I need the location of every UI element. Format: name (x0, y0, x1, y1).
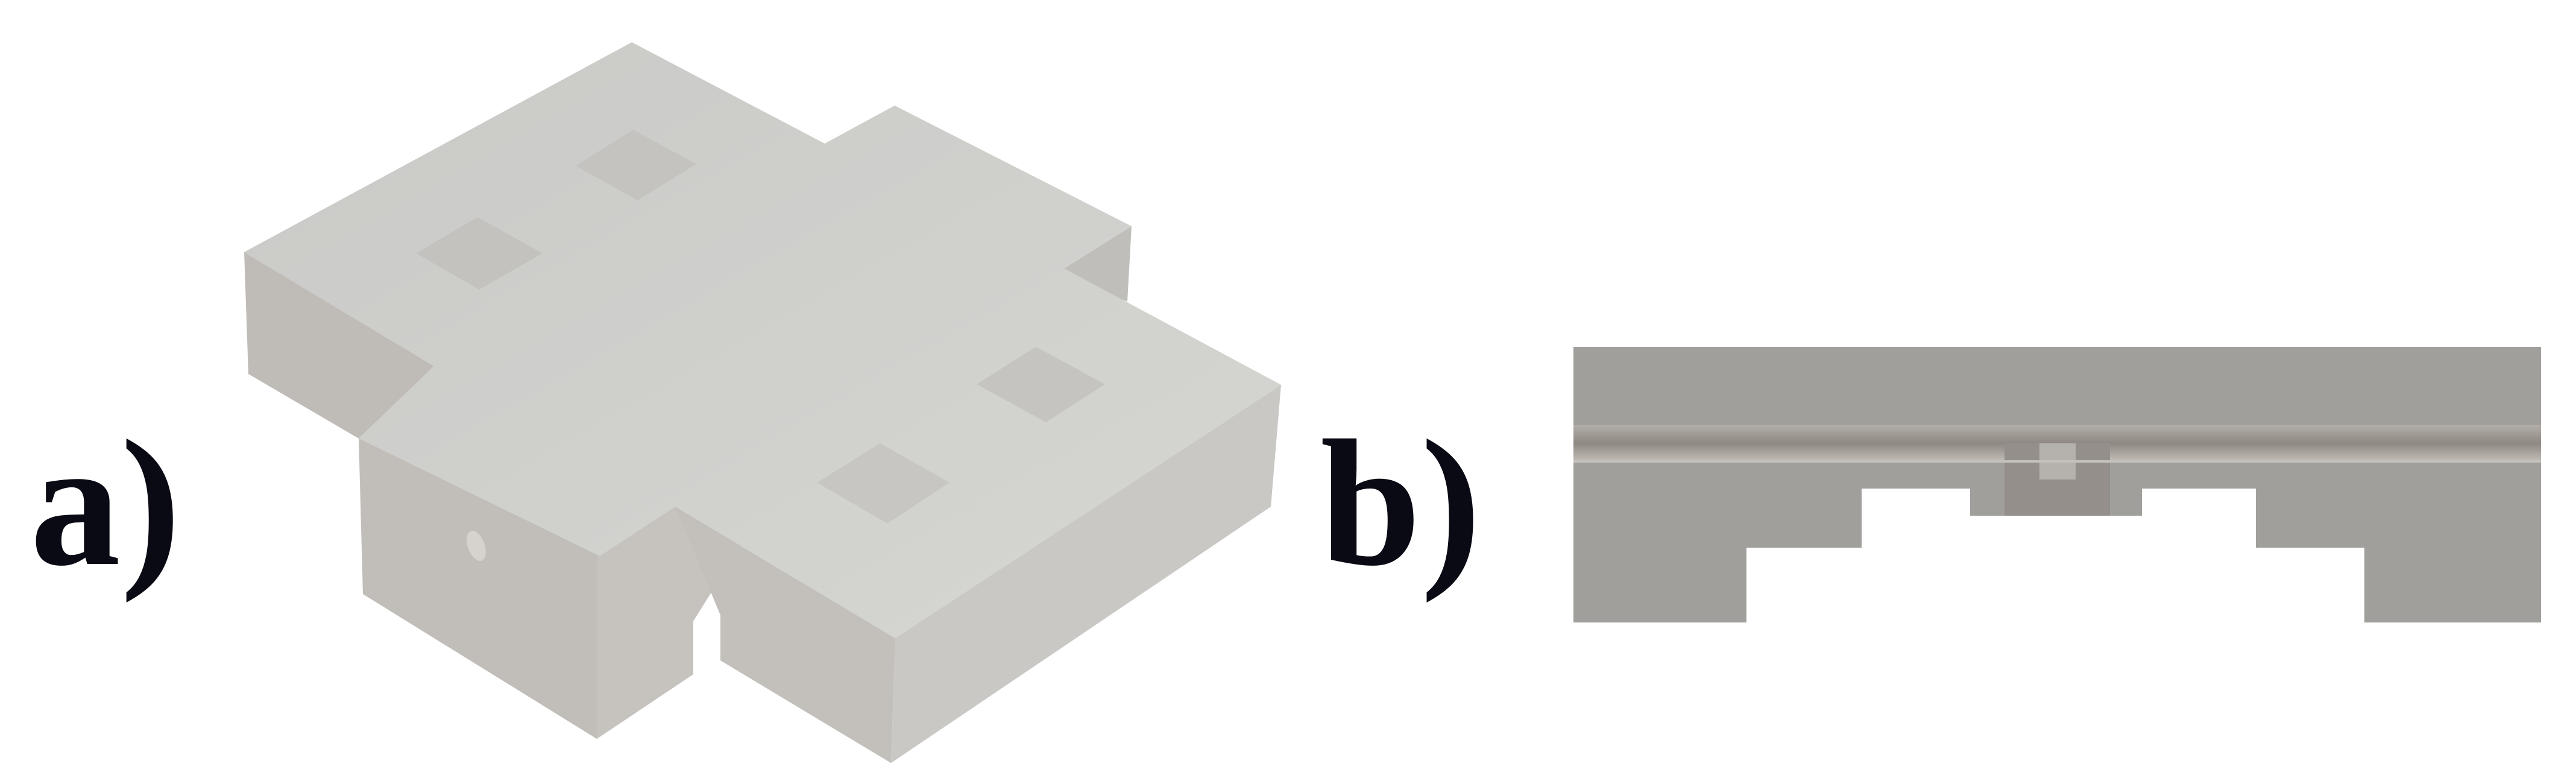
part-left-arm-face (244, 252, 434, 438)
panel-b-label: b) (1320, 403, 1481, 604)
pocket-4 (817, 443, 949, 524)
panel-a-isometric-part (244, 42, 1281, 763)
section-top-plate (1573, 347, 2541, 425)
panel-b-section-view (1573, 347, 2541, 622)
part-front-right-face (675, 507, 895, 763)
pocket-1 (576, 130, 696, 200)
panel-a-label: a) (30, 403, 181, 604)
part-top-face (244, 42, 1281, 638)
section-lower-body (1573, 461, 2541, 622)
part-right-face (891, 385, 1281, 763)
pocket-3 (977, 347, 1105, 422)
side-hole (467, 531, 486, 561)
pocket-2 (416, 217, 543, 290)
